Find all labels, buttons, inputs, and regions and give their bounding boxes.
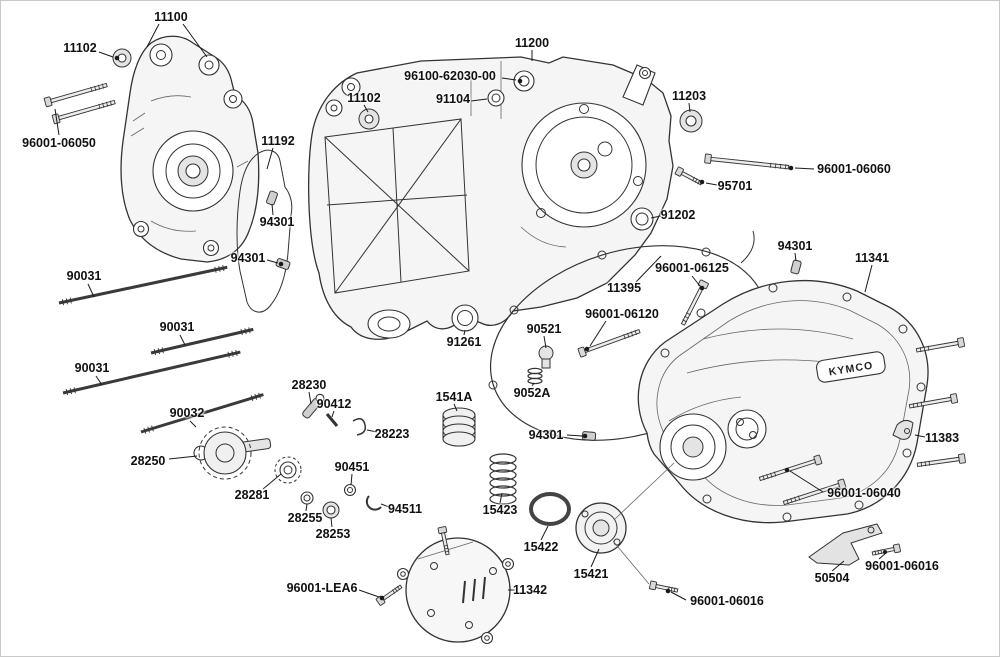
small-parts [112,48,914,566]
fasteners [43,80,967,607]
cover-11341: KYMCO [637,279,929,524]
crankcase-11200 [307,56,674,340]
gasket-11192 [236,149,293,313]
leader-lines [54,23,926,601]
clutch-spring-parts [442,345,675,585]
bracket-11100 [120,35,260,263]
cover-plate-11342 [396,537,515,645]
kick-starter-parts [193,393,382,519]
kymco-badge: KYMCO [816,351,886,383]
